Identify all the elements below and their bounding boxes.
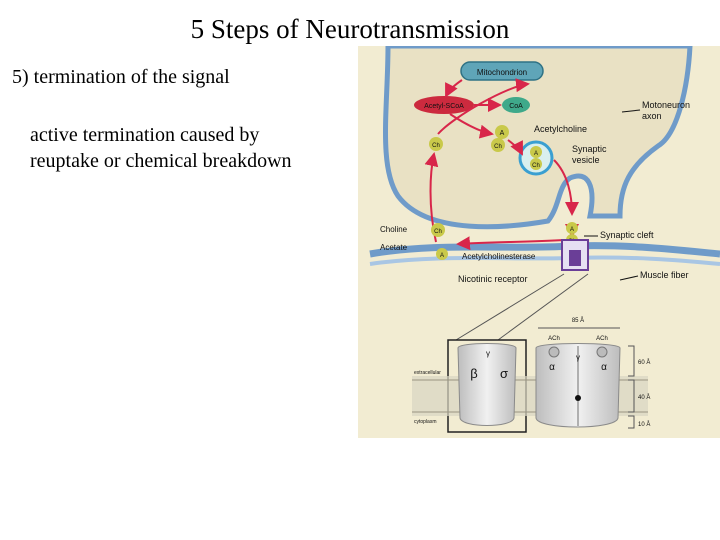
acetyl-scoa-molecule: [414, 96, 474, 114]
zoom-line: [455, 273, 565, 341]
acetylcholinesterase-label: Acetylcholinesterase: [462, 252, 536, 261]
vesicle-ch-molecule: [530, 158, 542, 170]
neurotransmission-figure: Mitochondrion Acetyl-SCoA CoA A Ch Acety…: [358, 46, 720, 438]
vesicle-ch-text: Ch: [532, 163, 540, 169]
motoneuron-terminal: [383, 46, 693, 230]
extracellular-label: extracellular: [414, 370, 441, 376]
muscle-fiber-label: Muscle fiber: [640, 270, 689, 280]
zoom-line-2: [497, 273, 589, 341]
ach-right-label: ACh: [596, 336, 608, 342]
mitochondrion-label: Mitochondrion: [477, 68, 527, 77]
terminal-choline-text: Ch: [432, 143, 440, 149]
nicotinic-receptor-core: [569, 250, 581, 266]
acetylcholine-label: Acetylcholine: [534, 124, 587, 134]
subunit-alpha-left: α: [549, 362, 555, 373]
step-description: active termination caused by reuptake or…: [30, 122, 360, 174]
cytoplasm-label: cytoplasm: [414, 419, 437, 425]
acetylcholine-a-text: A: [500, 130, 505, 137]
cleft-ach-a-molecule: [566, 222, 578, 234]
ach-site-left: [548, 346, 560, 358]
motoneuron-axon-label-1: Motoneuron: [642, 100, 690, 110]
acetyl-scoa-label: Acetyl-SCoA: [424, 103, 464, 110]
dimension-10: 10 Å: [638, 421, 650, 428]
acetate-label: Acetate: [380, 243, 408, 252]
ach-site-right: [596, 346, 608, 358]
slide-title: 5 Steps of Neurotransmission: [190, 14, 510, 44]
subunit-gamma-right: γ: [576, 353, 580, 362]
coa-label: CoA: [509, 103, 523, 110]
synaptic-vesicle-label-1: Synaptic: [572, 144, 607, 154]
cleft-acetate-text: A: [440, 253, 444, 259]
receptor-pore-ion: [575, 395, 581, 401]
dimension-brackets: [628, 345, 635, 429]
subunit-sigma: σ: [500, 366, 508, 381]
subunit-alpha-right: α: [601, 362, 607, 373]
motoneuron-axon-label-2: axon: [642, 111, 662, 121]
cleft-acetate-molecule: [436, 248, 448, 260]
cleft-choline-molecule: [431, 223, 445, 237]
motoneuron-pointer: [621, 109, 641, 113]
description-line-1: active termination caused by: [30, 124, 260, 146]
receptor-width-label: 85 Å: [572, 317, 584, 324]
acetylcholine-ch-text: Ch: [494, 144, 502, 150]
description-line-2: reuptake or chemical breakdown: [30, 150, 292, 172]
muscle-fiber-pointer: [619, 275, 639, 281]
choline-label: Choline: [380, 225, 408, 234]
acetylcholine-ch-molecule: [491, 138, 505, 152]
ach-left-label: ACh: [548, 336, 560, 342]
step-heading: 5) termination of the signal: [12, 66, 230, 88]
mitochondrion: [460, 61, 544, 81]
dimension-60: 60 Å: [638, 359, 650, 366]
terminal-choline-molecule: [429, 137, 443, 151]
vesicle-a-text: A: [534, 151, 538, 157]
synaptic-vesicle-label-2: vesicle: [572, 155, 600, 165]
coa-molecule: [502, 97, 530, 113]
dimension-40: 40 Å: [638, 394, 650, 401]
cleft-choline-text: Ch: [434, 229, 442, 235]
receptor-left-channel: [457, 343, 517, 426]
subunit-beta: β: [470, 366, 477, 381]
synaptic-cleft-label: Synaptic cleft: [600, 230, 654, 240]
acetylcholine-a-molecule: [495, 125, 509, 139]
vesicle-a-molecule: [530, 146, 542, 158]
subunit-gamma-left: γ: [486, 349, 490, 358]
nicotinic-receptor-label: Nicotinic receptor: [458, 274, 528, 284]
cleft-ach-a-text: A: [570, 227, 574, 233]
